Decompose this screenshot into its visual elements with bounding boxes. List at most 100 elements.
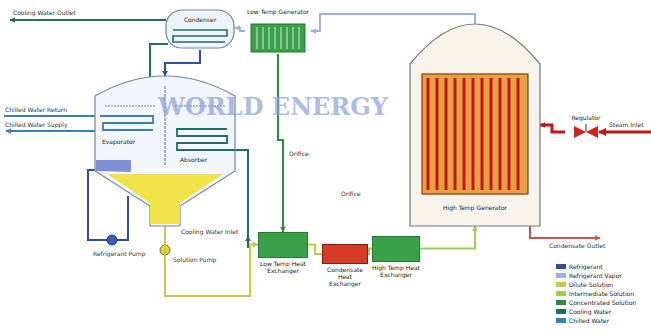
- part-name: Absorber: [179, 156, 208, 163]
- generator-bundle: [251, 24, 305, 52]
- callout-label: Steam Inlet: [608, 121, 645, 128]
- fire-tube: [463, 78, 466, 190]
- node-reg: Regulator: [565, 112, 607, 142]
- refrigerant-pump: [107, 235, 117, 245]
- pipe-connector: [165, 50, 200, 76]
- legend-swatch: [556, 264, 566, 269]
- legend-row: Concentrated Solution: [556, 298, 636, 307]
- pipe-connector: [308, 245, 322, 254]
- legend-row: Cooling Water: [556, 307, 636, 316]
- valve-symbol: [574, 124, 598, 140]
- legend-swatch: [556, 318, 566, 323]
- solution-sump: [107, 174, 223, 224]
- fire-tube: [517, 78, 520, 190]
- watermark: WORLD ENERGY: [158, 94, 388, 120]
- steam-inlet-pipe: [599, 131, 651, 134]
- callout-label: Chilled Water Supply: [4, 121, 69, 128]
- part-name: Condenser: [165, 16, 235, 23]
- pipe-connector: [235, 28, 245, 31]
- legend-row: Refrigerant: [556, 262, 636, 271]
- pipe-connector: [165, 226, 258, 296]
- fire-tube: [481, 78, 484, 190]
- callout-label: Condensate Outlet: [548, 242, 606, 249]
- legend-swatch: [556, 273, 566, 278]
- callout-label: Refrigerant Pump: [92, 250, 147, 257]
- generator-tube: [275, 27, 276, 49]
- fire-tube: [472, 78, 475, 190]
- condenser-shape: [165, 6, 235, 50]
- node-hx: Condensate Heat Exchanger: [322, 244, 368, 287]
- heat-exchanger-core: [372, 236, 420, 262]
- fire-tube: [436, 78, 439, 190]
- legend-row: Refrigerant Vapor: [556, 271, 636, 280]
- node-cond: Condenser: [165, 6, 235, 50]
- callout-label: Orifice: [340, 190, 362, 197]
- generator-shell: [410, 24, 540, 226]
- legend-row: Chilled Water: [556, 316, 636, 325]
- legend-text: Dilute Solution: [569, 281, 613, 288]
- legend-swatch: [556, 300, 566, 305]
- tube-bundle: [422, 74, 528, 194]
- fire-tube: [427, 78, 430, 190]
- legend-row: Dilute Solution: [556, 280, 636, 289]
- generator-tube: [293, 27, 294, 49]
- condenser-shell: [166, 10, 234, 48]
- legend-text: Refrigerant: [569, 263, 603, 270]
- refrigerant-pool: [96, 160, 131, 172]
- callout-label: Chilled Water Return: [4, 106, 68, 113]
- node-ltg: Low Temp Generator: [245, 8, 311, 54]
- fire-tube: [490, 78, 493, 190]
- fire-tube: [454, 78, 457, 190]
- fire-tube: [445, 78, 448, 190]
- pipe-connector: [278, 54, 283, 232]
- valve-body: [586, 126, 598, 138]
- chilled-water-in: [4, 115, 100, 117]
- chilled-water-out: [6, 130, 100, 132]
- valve-stem: [585, 124, 586, 132]
- heat-exchanger-core: [322, 244, 368, 264]
- legend-row: Intermediate Solution: [556, 289, 636, 298]
- part-name: Low Temp Generator: [245, 8, 311, 15]
- part-name: High Temp Generator: [410, 204, 540, 211]
- cooling-water-out: [10, 19, 166, 21]
- legend: RefrigerantRefrigerant VaporDilute Solut…: [556, 262, 636, 325]
- legend-text: Intermediate Solution: [569, 290, 634, 297]
- generator-tube: [287, 27, 288, 49]
- node-hx: Low Temp Heat Exchanger: [258, 232, 308, 274]
- condenser-coil: [173, 30, 227, 42]
- legend-text: Concentrated Solution: [569, 299, 636, 306]
- pipe-connector: [311, 14, 475, 31]
- part-name: Regulator: [565, 114, 607, 121]
- callout-label: Solution Pump: [172, 256, 217, 263]
- legend-swatch: [556, 291, 566, 296]
- legend-text: Chilled Water: [569, 317, 609, 324]
- part-name: High Temp Heat Exchanger: [372, 264, 420, 278]
- generator-tube: [263, 27, 264, 49]
- legend-text: Refrigerant Vapor: [569, 272, 622, 279]
- high-temp-generator-shape: [410, 24, 540, 226]
- legend-swatch: [556, 309, 566, 314]
- cooling-water-arrow: [247, 236, 249, 248]
- part-name: Condensate Heat Exchanger: [322, 266, 368, 287]
- absorber-coil: [177, 129, 235, 150]
- part-name: Low Temp Heat Exchanger: [258, 260, 308, 274]
- generator-tube: [257, 27, 258, 49]
- callout-label: Orifice: [288, 150, 310, 157]
- part-name: Evaporator: [101, 138, 136, 145]
- fire-tube: [508, 78, 511, 190]
- legend-text: Cooling Water: [569, 308, 611, 315]
- callout-label: Cooling Water Inlet: [180, 228, 239, 235]
- refrigerant-return: [117, 196, 128, 240]
- legend-swatch: [556, 282, 566, 287]
- generator-tube: [281, 27, 282, 49]
- generator-tube: [299, 27, 300, 49]
- pipe-connector: [420, 226, 475, 249]
- node-hx: High Temp Heat Exchanger: [372, 236, 420, 278]
- node-htg: High Temp Generator: [410, 24, 540, 226]
- pipe-connector: [540, 125, 565, 132]
- evaporator-coil: [100, 116, 153, 130]
- condensate-pipe: [530, 226, 600, 238]
- generator-tube: [269, 27, 270, 49]
- callout-label: Cooling Water Outlet: [12, 9, 77, 16]
